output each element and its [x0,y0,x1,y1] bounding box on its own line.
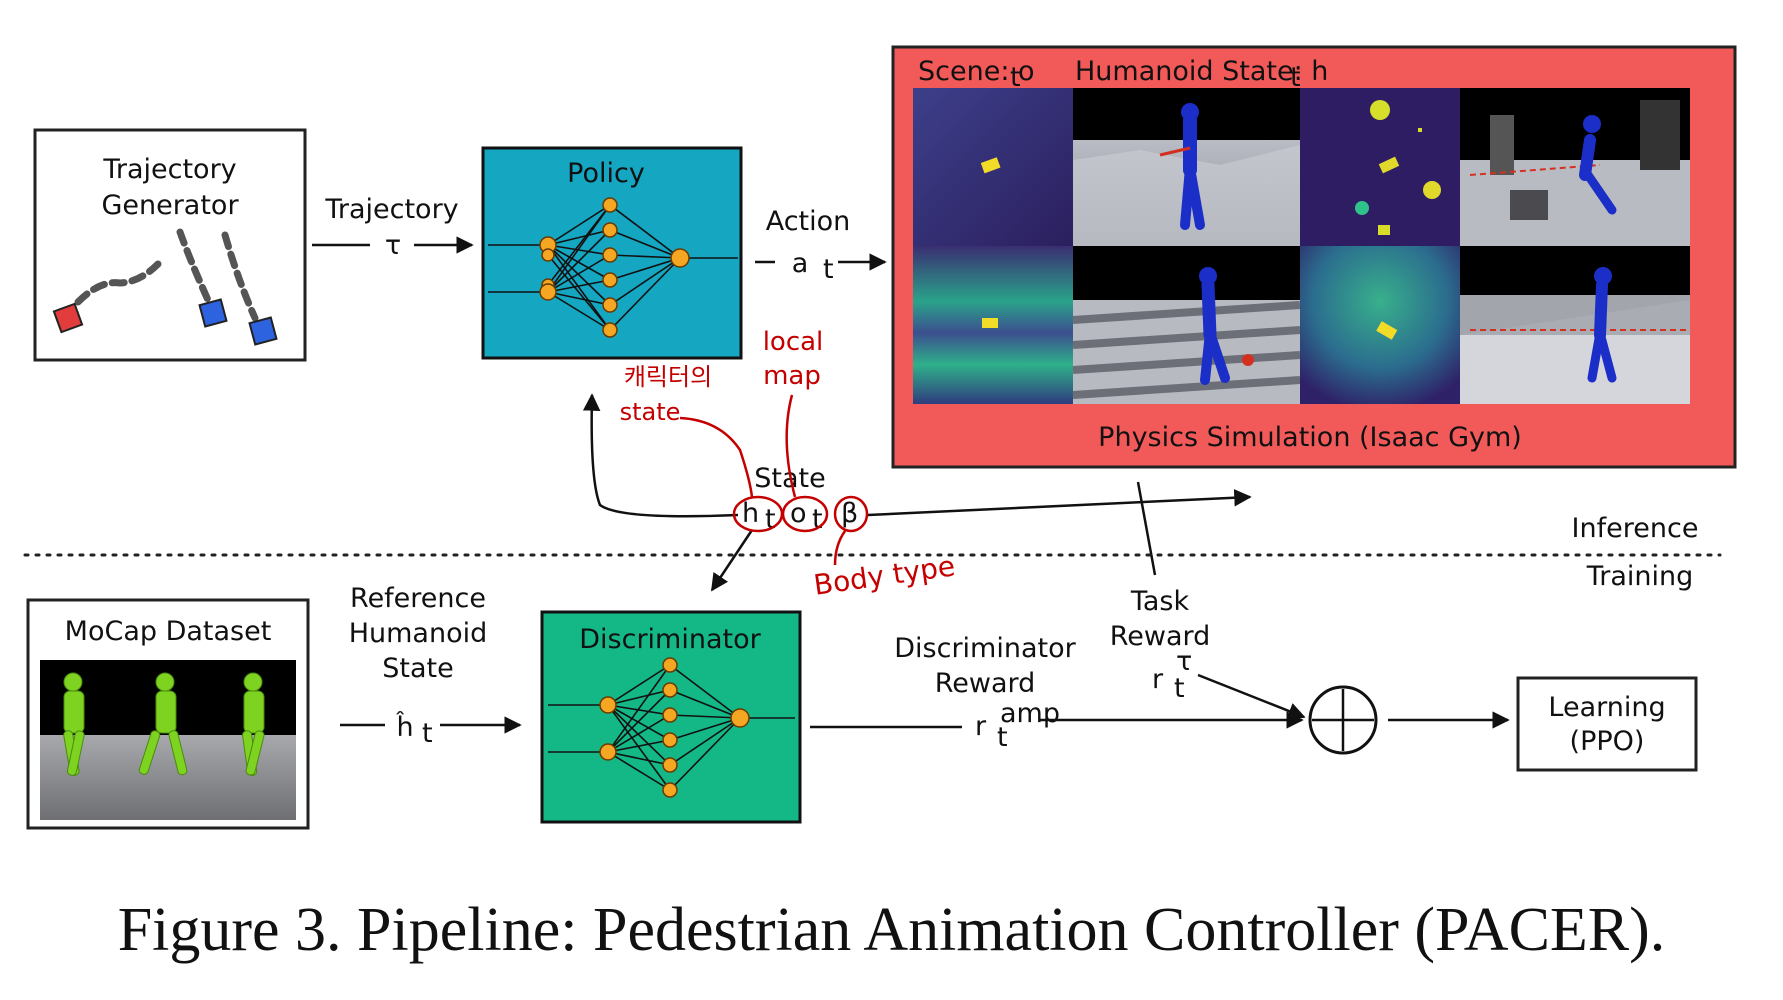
discriminator-reward: Discriminator Reward r amp t [810,633,1304,753]
humanoid-state-label-sub: t [1290,62,1301,93]
task-reward: Task Reward r τ t [1110,586,1306,720]
task-reward-line-2: Reward [1110,621,1211,652]
note-body-type: Body type [812,549,957,601]
reference-line-2: Humanoid [349,618,488,649]
state-group: State h t o t β [742,463,858,535]
discriminator-box: Discriminator [540,610,802,824]
scene-map-1 [913,88,1073,246]
mocap-figures [63,672,265,777]
simulation-render-4 [1460,246,1690,404]
simulation-render-3 [1072,246,1301,404]
humanoid-state-label: Humanoid State: h [1075,56,1328,87]
mocap-title: MoCap Dataset [65,616,272,647]
figure-caption: Figure 3. Pipeline: Pedestrian Animation… [117,896,1666,964]
trajectory-tau-symbol: τ [385,230,401,261]
state-to-policy-arrow [582,393,739,518]
scene-map-4 [1300,246,1460,404]
reference-line-3: State [382,653,453,684]
state-h-symbol: h [742,498,759,529]
note-local-map-1: local [763,327,824,357]
learning-line-1: Learning [1548,692,1665,723]
task-reward-subscript: t [1174,673,1185,704]
simulation-render-1 [1073,88,1300,246]
scene-map-3 [913,246,1073,404]
reference-state-arrow: Reference Humanoid State ĥ t [340,583,522,749]
action-symbol: a [792,248,809,279]
goal-marker-blue-1 [198,298,228,328]
reference-symbol: ĥ [395,711,413,743]
note-character-state-2: state [620,398,681,426]
policy-box: Policy [481,146,743,360]
trajectory-path-2 [176,228,212,304]
scene-map-2 [1300,88,1460,246]
pipeline-diagram: Trajectory Generator Trajectory τ Policy [23,45,1737,830]
note-character-state-1: 캐릭터의 [624,363,712,391]
physics-simulation-panel: Scene: o t Humanoid State: h t [891,45,1737,469]
mocap-dataset-box: MoCap Dataset [26,598,310,830]
discriminator-title: Discriminator [579,624,761,655]
goal-marker-blue-2 [248,316,278,346]
body-type-pointer [833,530,847,566]
o-circle [781,495,829,533]
discriminator-network-icon [548,664,795,791]
trajectory-arrow: Trajectory τ [312,194,474,261]
policy-network-icon [488,204,738,331]
beta-circle [833,495,869,533]
discriminator-reward-subscript: t [997,722,1008,753]
discriminator-reward-symbol: r [975,711,987,742]
action-label: Action [766,206,851,237]
discriminator-reward-superscript: amp [1000,698,1060,729]
goal-marker-red [52,302,84,334]
reference-subscript: t [422,718,433,749]
task-reward-symbol: r [1152,664,1164,695]
state-beta-symbol: β [841,498,858,529]
training-label: Training [1586,561,1694,592]
physics-simulation-title: Physics Simulation (Isaac Gym) [1098,422,1522,453]
state-h-subscript: t [765,504,776,535]
reference-line-1: Reference [350,583,486,614]
simulation-to-task-reward-line [1136,481,1157,576]
policy-network-nodes [539,197,690,338]
trajectory-generator-title-2: Generator [101,190,239,221]
policy-title: Policy [567,158,645,189]
task-reward-line-1: Task [1130,586,1190,617]
trajectory-generator-box: Trajectory Generator [33,128,307,362]
note-local-map-2: map [763,361,821,391]
trajectory-generator-title-1: Trajectory [102,154,236,185]
scene-label-sub: t [1010,62,1021,93]
trajectory-path-3 [221,231,259,322]
inference-label: Inference [1572,513,1699,544]
state-o-symbol: o [790,498,807,529]
learning-line-2: (PPO) [1570,726,1645,757]
action-arrow: Action a t [755,206,887,285]
learning-box: Learning (PPO) [1516,676,1698,772]
discriminator-reward-line-2: Reward [935,668,1036,699]
trajectory-path-1 [74,260,162,306]
sum-node: + [1308,685,1378,755]
trajectory-arrow-label: Trajectory [324,194,458,225]
character-state-pointer [679,416,754,498]
task-reward-superscript: τ [1176,646,1192,677]
state-to-discriminator-arrow [710,529,754,592]
discriminator-reward-line-1: Discriminator [894,633,1076,664]
state-o-subscript: t [812,504,823,535]
simulation-render-2 [1460,88,1690,246]
scene-label: Scene: o [918,56,1035,87]
red-annotations [679,394,869,566]
local-map-pointer [785,394,797,498]
simulation-state-line [867,489,1252,517]
action-subscript: t [823,254,834,285]
discriminator-network-nodes [599,657,750,798]
